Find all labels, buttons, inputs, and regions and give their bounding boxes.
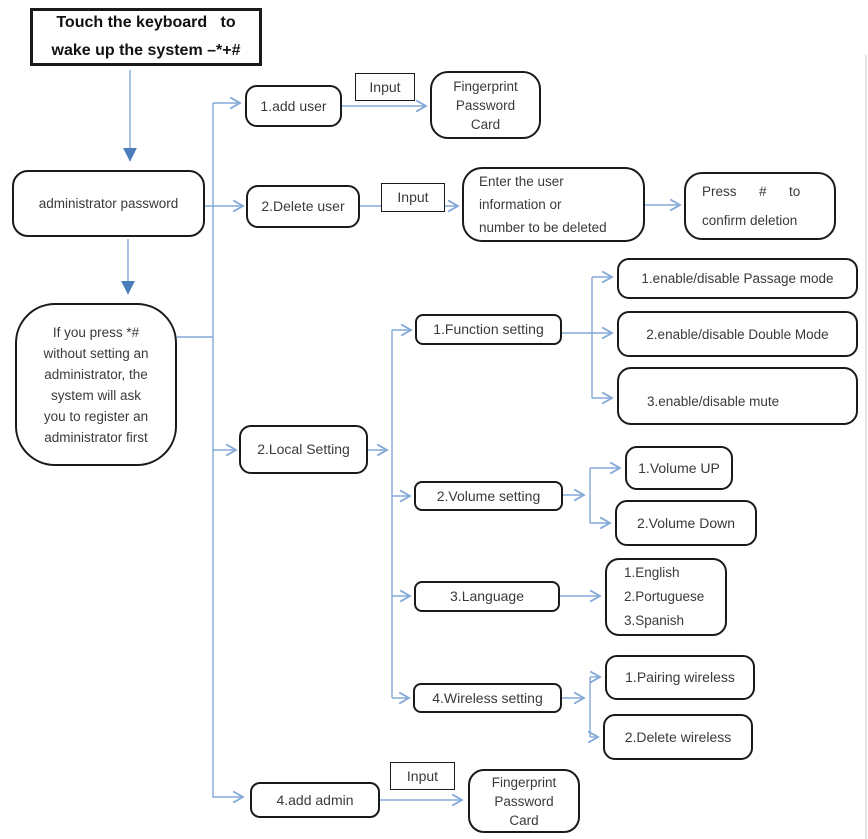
volume-up-box: 1.Volume UP [625,446,733,490]
local-setting-box: 2.Local Setting [239,425,368,474]
function-setting-box: 1.Function setting [415,314,562,345]
input-label-add-admin: Input [390,762,455,790]
pairing-wireless-box: 1.Pairing wireless [605,655,755,700]
fingerprint-password-card-box: Fingerprint Password Card [430,71,541,139]
add-user-box: 1.add user [245,85,342,127]
press-confirm-deletion-box: Press # to confirm deletion [684,172,836,240]
double-mode-box: 2.enable/disable Double Mode [617,311,858,357]
input-label-delete-user: Input [381,183,445,212]
wake-keyboard-box: Touch the keyboard to wake up the system… [30,8,262,66]
delete-wireless-box: 2.Delete wireless [603,714,753,760]
administrator-password-box: administrator password [12,170,205,237]
mute-box: 3.enable/disable mute [617,367,858,425]
fingerprint-password-card-box-2: Fingerprint Password Card [468,769,580,833]
language-box: 3.Language [414,581,560,612]
enter-user-info-box: Enter the user information or number to … [462,167,645,242]
input-label-add-user: Input [355,73,415,101]
volume-setting-box: 2.Volume setting [414,481,563,511]
register-admin-note-box: If you press *# without setting an admin… [15,303,177,466]
wireless-setting-box: 4.Wireless setting [413,683,562,713]
add-admin-box: 4.add admin [250,782,380,818]
volume-down-box: 2.Volume Down [615,500,757,546]
language-options-box: 1.English 2.Portuguese 3.Spanish [605,558,727,636]
passage-mode-box: 1.enable/disable Passage mode [617,258,858,299]
delete-user-box: 2.Delete user [246,185,360,228]
